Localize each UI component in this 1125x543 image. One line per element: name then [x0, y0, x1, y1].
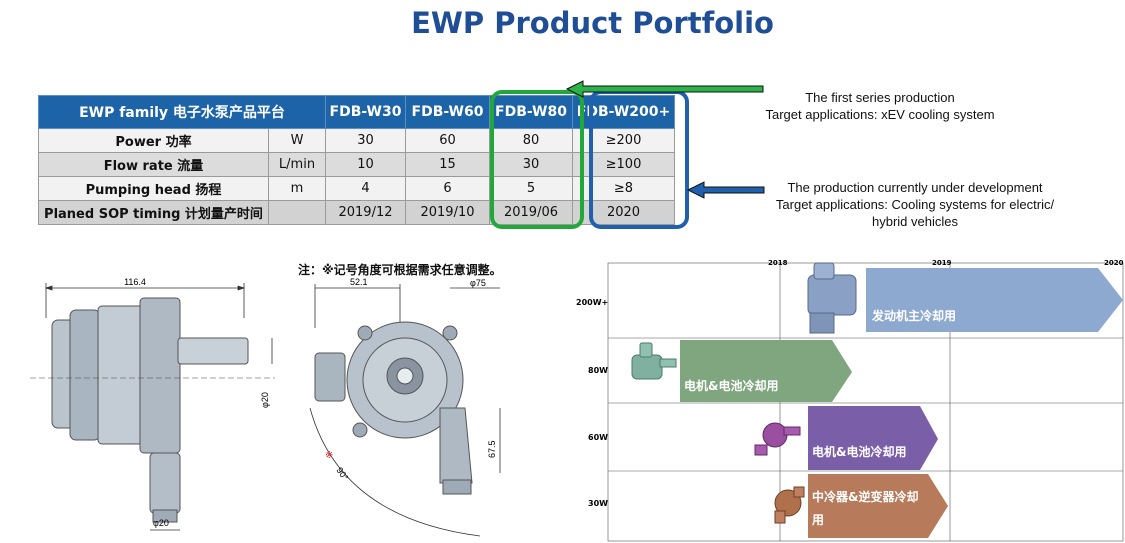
page-title: EWP Product Portfolio: [411, 6, 774, 40]
power-level-label: 60W: [588, 433, 608, 442]
fdb-w200-highlight: [589, 90, 689, 229]
table-header-cell: FDB-W60: [405, 95, 490, 129]
roadmap-bar-60w: [808, 406, 938, 470]
roadmap-bar-80w: [680, 340, 852, 402]
note-line: Target applications: xEV cooling system: [765, 107, 995, 122]
note-line: Target applications: Cooling systems for…: [775, 197, 1055, 212]
bar-label: 电机&电池冷却用: [812, 444, 906, 459]
table-cell: 10: [325, 152, 406, 177]
dim-d75-label: φ75: [470, 278, 486, 288]
year-label: 2020: [1104, 259, 1124, 267]
dim-angle-label: 90°: [334, 465, 350, 482]
year-label: 2019: [932, 259, 952, 267]
table-cell: 2019/06: [489, 200, 573, 225]
pump-technical-drawing: 116.4 φ20 φ20 52.1 φ75 67.5 ※ 90°: [30, 277, 501, 537]
row-label: Pumping head 扬程: [38, 176, 269, 201]
dim-width-label: 116.4: [124, 277, 146, 287]
bar-label: 电机&电池冷却用: [684, 378, 778, 393]
pump-30w-icon: [774, 486, 805, 524]
roadmap-bar-200w: [866, 268, 1123, 332]
table-cell: 30: [325, 128, 406, 153]
drawing-note: 注：※记号角度可根据需求任意调整。: [298, 263, 502, 277]
table-row: Pumping head 扬程 m 4 6 5 ≥8: [38, 176, 675, 201]
row-label: Planed SOP timing 计划量产时间: [38, 200, 269, 225]
row-unit: m: [268, 176, 326, 201]
green-arrow-icon: [565, 80, 764, 98]
roadmap-chart: 2018 2019 2020 200W+ 80W 60W 30W 发动机主冷却用…: [576, 259, 1124, 542]
dim-675-label: 67.5: [487, 440, 497, 458]
row-label: Flow rate 流量: [38, 152, 269, 177]
table-header-cell: EWP family 电子水泵产品平台: [38, 95, 326, 129]
table-cell: 2019/12: [325, 200, 406, 225]
row-unit: W: [268, 128, 326, 153]
table-header-cell: FDB-W30: [325, 95, 406, 129]
table-cell: 15: [405, 152, 490, 177]
dim-52-label: 52.1: [350, 277, 368, 287]
development-note: The production currently under developme…: [760, 179, 1070, 230]
angle-marker: ※: [325, 450, 333, 461]
dim-bottom-diameter-label: φ20: [153, 518, 169, 528]
bar-label: 中冷器&逆变器冷却: [812, 489, 918, 504]
row-label: Power 功率: [38, 128, 269, 153]
row-unit: L/min: [268, 152, 326, 177]
note-line: The production currently under developme…: [787, 180, 1043, 195]
table-cell: 80: [489, 128, 573, 153]
table-cell: 60: [405, 128, 490, 153]
table-header-row: EWP family 电子水泵产品平台 FDB-W30 FDB-W60 FDB-…: [38, 95, 675, 129]
pump-200w-icon: [807, 262, 857, 334]
power-level-label: 200W+: [576, 298, 608, 307]
table-cell: 6: [405, 176, 490, 201]
row-unit: [268, 200, 326, 225]
year-label: 2018: [768, 259, 788, 267]
dim-side-diameter-label: φ20: [260, 392, 270, 408]
bar-label: 发动机主冷却用: [871, 308, 956, 323]
table-cell: 4: [325, 176, 406, 201]
pump-80w-icon: [631, 342, 677, 380]
table-cell: 2019/10: [405, 200, 490, 225]
note-line: hybrid vehicles: [872, 214, 958, 229]
bar-label: 用: [811, 513, 824, 527]
pump-60w-icon: [754, 422, 801, 456]
fdb-w80-highlight: [490, 90, 584, 229]
note-line: The first series production: [805, 90, 955, 105]
first-production-note: The first series production Target appli…: [745, 89, 1015, 123]
power-level-label: 80W: [588, 366, 608, 375]
power-level-label: 30W: [588, 499, 608, 508]
roadmap-bar-30w: [808, 474, 948, 538]
blue-arrow-icon: [686, 181, 765, 199]
